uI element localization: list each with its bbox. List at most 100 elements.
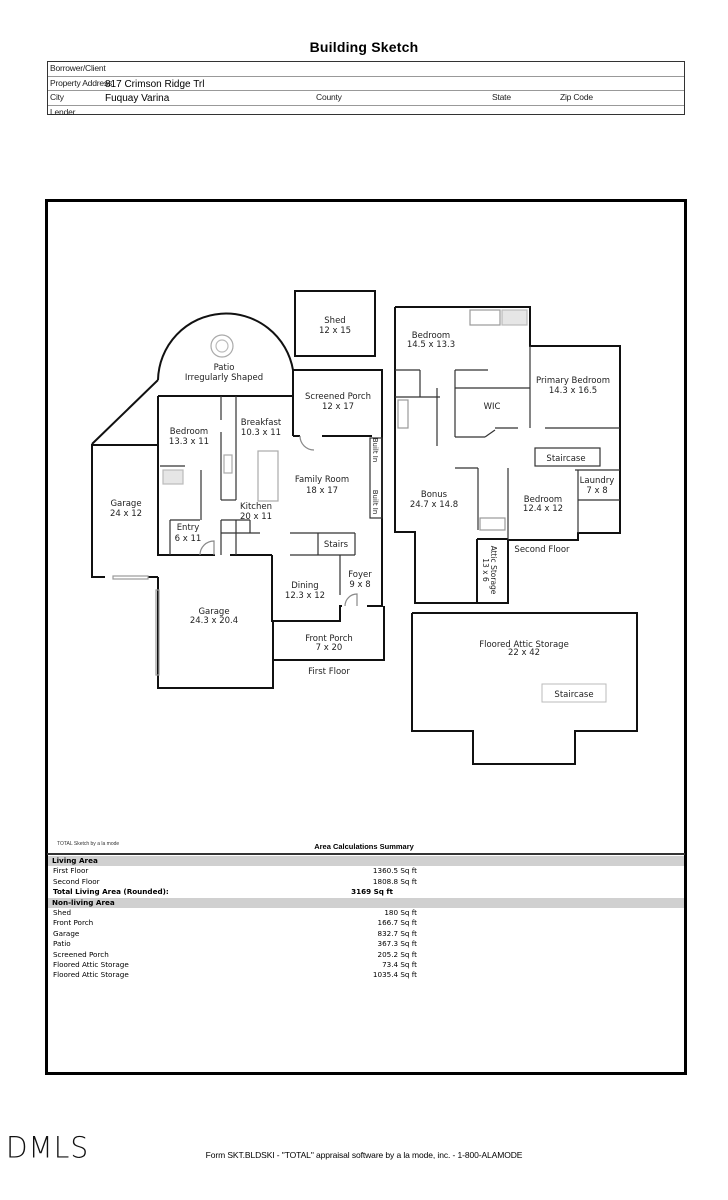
lender-row: Lender [48,106,684,120]
row-label: Screened Porch [53,949,109,959]
row-value: 367.3 Sq ft [377,939,418,949]
patio-outline [157,312,294,396]
second-floor-plan [394,306,621,604]
room-size: 24.7 x 14.8 [410,500,458,510]
row-label: Front Porch [53,918,94,928]
row-value: 832.7 Sq ft [377,928,418,938]
address-label: Property Address [50,77,112,88]
room-label: Patio [214,363,235,373]
room-label: Front Porch [305,634,353,644]
room-label: Primary Bedroom [536,376,610,386]
total-living-row: Total Living Area (Rounded): 3169 Sq ft [48,887,684,897]
row-label: First Floor [53,866,89,876]
row-label: Floored Attic Storage [53,970,129,980]
row-label: Floored Attic Storage [53,959,129,969]
room-label: Bedroom [412,331,450,341]
summary-divider [47,853,685,855]
row-label: Second Floor [53,876,100,886]
row-label: Garage [53,928,80,938]
second-floor-interior [395,309,620,540]
table-row: Front Porch 166.7 Sq ft [48,918,684,928]
table-row: Second Floor 1808.8 Sq ft [48,877,684,887]
builtin-label: Built In [371,438,379,463]
room-label: Dining [291,581,318,591]
room-size: 14.5 x 13.3 [407,340,455,350]
room-label: Entry [177,523,200,533]
table-row: Patio 367.3 Sq ft [48,939,684,949]
lender-label: Lender [50,106,76,117]
total-label: Total Living Area (Rounded): [53,887,169,897]
room-label: Floored Attic Storage [479,640,569,650]
form-footer: Form SKT.BLDSKI - "TOTAL" appraisal soft… [205,1150,523,1160]
room-label: Bonus [421,490,448,500]
room-size: 12.4 x 12 [523,504,563,514]
room-size: 7 x 20 [316,643,343,653]
row-value: 166.7 Sq ft [377,918,418,928]
room-size: Irregularly Shaped [185,373,263,383]
row-value: 1360.5 Sq ft [372,866,417,876]
room-size: 24.3 x 20.4 [190,616,238,626]
borrower-label: Borrower/Client [50,63,106,73]
room-size: 6 x 11 [175,534,202,544]
room-label: Stairs [324,540,349,550]
floor-label: Second Floor [514,545,570,555]
sketch-frame [45,199,687,1075]
room-size: 9 x 8 [349,580,370,590]
room-size: 12 x 17 [322,402,354,412]
room-label: Staircase [546,454,585,464]
room-label: Staircase [554,690,593,700]
county-label: County [316,92,342,102]
room-size: 12 x 15 [319,326,351,336]
table-row: Floored Attic Storage 73.4 Sq ft [48,960,684,970]
room-label: Bedroom [170,427,208,437]
row-value: 1035.4 Sq ft [372,970,417,980]
first-floor-interior [112,334,383,676]
room-label: Shed [324,316,345,326]
room-label: Bedroom [524,495,562,505]
row-value: 180 Sq ft [384,907,417,917]
room-label: Laundry [580,476,615,486]
zip-label: Zip Code [560,92,593,102]
attic-labels: Floored Attic Storage 22 x 42 Staircase [479,640,593,700]
property-info-header: Borrower/Client Property Address 817 Cri… [47,61,685,117]
room-label: Attic Storage [489,546,498,595]
room-label: Kitchen [240,502,272,512]
room-size: 14.3 x 16.5 [549,386,597,396]
table-row: Screened Porch 205.2 Sq ft [48,950,684,960]
room-size: 13.3 x 11 [169,437,209,447]
city-label: City [50,92,64,102]
room-label: Garage [110,499,141,509]
city-row: City Fuquay Varina County State Zip Code [48,91,684,106]
living-area-heading: Living Area [48,856,684,867]
shed-outline [294,290,376,357]
table-row: Floored Attic Storage 1035.4 Sq ft [48,970,684,980]
room-label: WIC [484,402,501,412]
room-size: 13 x 6 [481,558,490,582]
address-row: Property Address 817 Crimson Ridge Trl [48,77,684,91]
room-label: Garage [198,607,229,617]
room-size: 18 x 17 [306,486,338,496]
room-size: 24 x 12 [110,509,142,519]
city-value: Fuquay Varina [105,93,170,104]
borrower-row: Borrower/Client [48,62,684,77]
attic-plan [411,612,638,765]
row-label: Patio [53,939,71,949]
total-value: 3169 Sq ft [351,887,393,897]
row-value: 73.4 Sq ft [382,959,417,969]
room-label: Breakfast [241,418,282,428]
floor-label: First Floor [308,667,350,677]
row-label: Shed [53,907,72,917]
page-title: Building Sketch [309,39,419,55]
table-row: First Floor 1360.5 Sq ft [48,866,684,876]
room-size: 12.3 x 12 [285,591,325,601]
non-living-area-heading: Non-living Area [48,897,684,908]
room-size: 10.3 x 11 [241,428,281,438]
summary-caption: TOTAL Sketch by a la mode [57,841,120,847]
first-floor-labels: Shed 12 x 15 Patio Irregularly Shaped Sc… [110,316,379,677]
room-label: Foyer [348,570,372,580]
row-value: 205.2 Sq ft [377,949,418,959]
row-value: 1808.8 Sq ft [372,876,417,886]
summary-title: Area Calculations Summary [314,842,414,851]
room-label: Screened Porch [305,392,371,402]
